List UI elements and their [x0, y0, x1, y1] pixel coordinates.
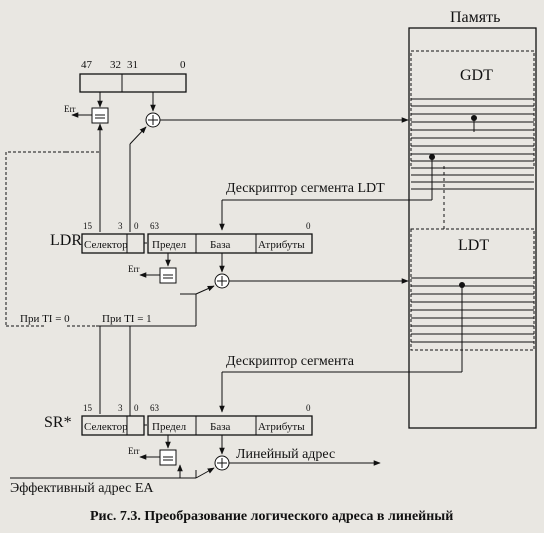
ldt-table: LDT: [410, 228, 535, 351]
ldr-bit0: 0: [134, 221, 139, 231]
ti0-label: При TI = 0: [20, 313, 70, 325]
sr-selector: Селектор: [84, 421, 128, 433]
sr-register: SR* 15 3 0 Селектор: [44, 326, 147, 436]
ldr-bit3: 3: [118, 221, 123, 231]
ldt-desc-bit63: 63: [150, 221, 160, 231]
memory-block: Память GDT: [408, 9, 537, 429]
gdtr-err-label: Err: [64, 104, 76, 114]
memory-title: Память: [450, 9, 500, 26]
seg-descriptor-title: Дескриптор сегмента: [226, 354, 355, 369]
seg-err-label: Err: [128, 446, 140, 456]
gdt-label: GDT: [460, 67, 493, 84]
ldt-descriptor: Дескриптор сегмента LDT 63 0 Предел База…: [128, 181, 409, 289]
seg-desc-bit63: 63: [150, 403, 160, 413]
sr-label: SR*: [44, 414, 72, 431]
ldr-register: LDR 15 3 0 Селектор: [50, 221, 147, 254]
effective-address-label: Эффективный адрес EA: [10, 481, 154, 496]
ldt-dashed-frame: [410, 228, 535, 351]
memory-outline: [408, 27, 537, 429]
effective-address: Эффективный адрес EA: [10, 464, 215, 496]
ldt-label: LDT: [458, 237, 489, 254]
ti1-label: При TI = 1: [102, 313, 152, 325]
linear-address-label: Линейный адрес: [236, 447, 335, 462]
seg-desc-bit0: 0: [306, 403, 311, 413]
gdtr-bit0: 0: [180, 59, 186, 71]
sr-bit0: 0: [134, 403, 139, 413]
gdtr-register: 47 32 31 0 Err: [64, 59, 409, 232]
sr-bit15: 15: [83, 403, 93, 413]
ldt-desc-limit: Предел: [152, 239, 187, 251]
segment-descriptor: Дескриптор сегмента 63 0 Предел База Атр…: [128, 354, 381, 471]
ldr-bit15: 15: [83, 221, 93, 231]
ldt-err-label: Err: [128, 264, 140, 274]
gdtr-box: [79, 73, 187, 93]
ldr-selector: Селектор: [84, 239, 128, 251]
seg-desc-base: База: [210, 421, 231, 433]
seg-desc-box: [147, 415, 313, 436]
ldt-desc-attributes: Атрибуты: [258, 239, 305, 251]
ldt-desc-bit0: 0: [306, 221, 311, 231]
ldt-desc-base: База: [210, 239, 231, 251]
sr-bit3: 3: [118, 403, 123, 413]
gdtr-bit31: 31: [127, 59, 138, 71]
gdtr-bit47: 47: [81, 59, 93, 71]
seg-desc-attributes: Атрибуты: [258, 421, 305, 433]
ldt-descriptor-title: Дескриптор сегмента LDT: [226, 181, 385, 196]
ldt-desc-box: [147, 233, 313, 254]
figure-caption: Рис. 7.3. Преобразование логического адр…: [90, 509, 453, 524]
seg-desc-limit: Предел: [152, 421, 187, 433]
gdtr-bit32: 32: [110, 59, 121, 71]
ti-selection: При TI = 0 При TI = 1: [5, 151, 215, 414]
ldr-label: LDR: [50, 232, 82, 249]
